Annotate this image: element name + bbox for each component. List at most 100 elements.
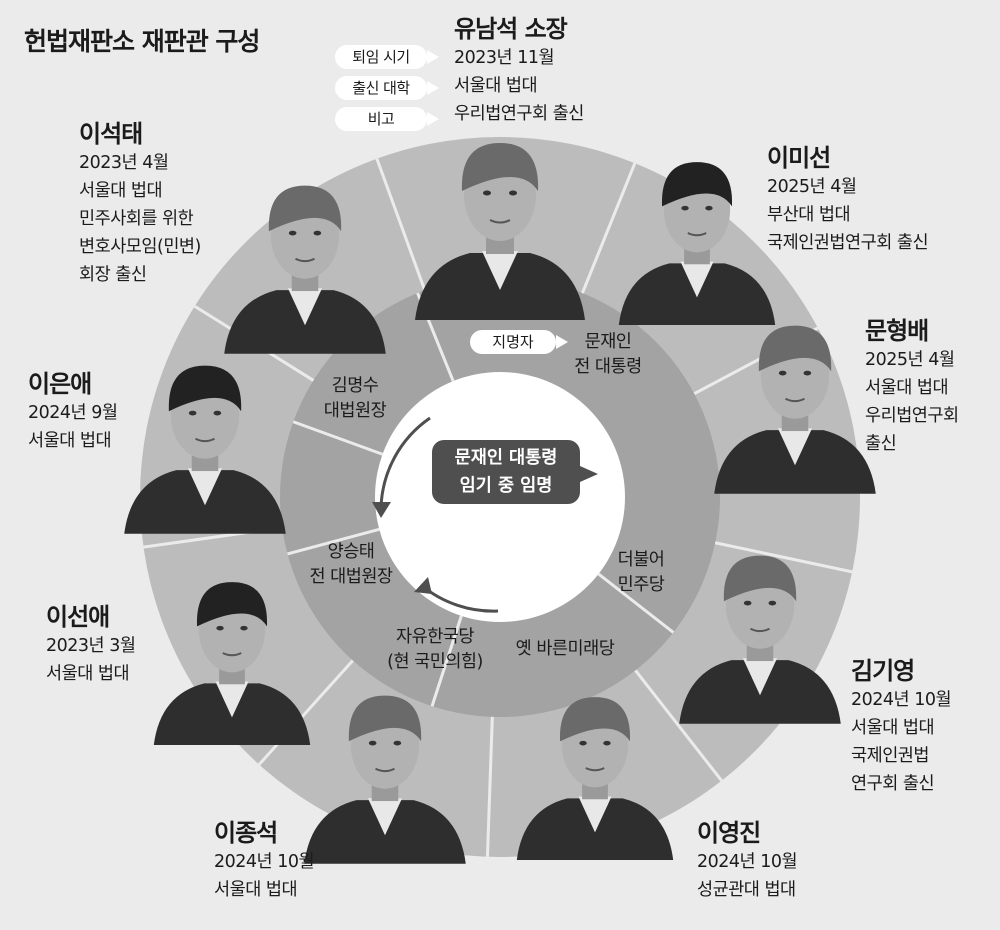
arrow-head-left <box>372 502 391 518</box>
hair <box>461 143 539 191</box>
ring-label-moon-president: 문재인 전 대통령 <box>574 332 642 377</box>
collar <box>215 681 249 718</box>
collar <box>578 796 612 833</box>
university: 서울대 법대 <box>46 664 130 684</box>
portrait-yoo <box>415 143 585 320</box>
justice-name: 이영진 <box>697 819 761 847</box>
middle-divider <box>292 420 384 456</box>
justice-name: 김기영 <box>851 657 915 685</box>
note: 연구회 출신 <box>851 774 935 794</box>
justice-lee-youngjin: 이영진 2024년 10월 성균관대 법대 <box>697 818 798 904</box>
hair <box>758 325 832 372</box>
eye <box>803 370 812 376</box>
note: 민주사회를 위한 <box>79 209 194 229</box>
hair <box>661 162 733 207</box>
portraits <box>124 143 876 864</box>
middle-divider <box>287 527 380 556</box>
justice-kim-giyoung: 김기영 2024년 10월 서울대 법대 국제인권법 연구회 출신 <box>851 656 952 798</box>
eye <box>240 625 248 631</box>
collar <box>287 288 323 326</box>
mouth <box>295 257 315 263</box>
eye <box>483 190 491 196</box>
ring-label-yang-chief: 양승태 전 대법원장 <box>309 542 393 587</box>
collar <box>777 428 813 466</box>
portrait-lee-eunae <box>124 365 286 534</box>
mouth <box>585 767 605 772</box>
note: 국제인권법연구회 출신 <box>767 233 929 253</box>
justice-name: 이은애 <box>28 370 92 398</box>
eye <box>509 190 517 196</box>
ring-dividers <box>143 158 853 857</box>
justice-name: 유남석 소장 <box>454 15 568 43</box>
retirement-date: 2025년 4월 <box>767 177 857 197</box>
justice-moon: 문형배 2025년 4월 서울대 법대 우리법연구회 출신 <box>865 316 959 458</box>
retirement-date: 2024년 10월 <box>214 852 315 872</box>
eye <box>288 230 297 236</box>
portrait-kim-giyoung <box>679 555 841 724</box>
hair <box>268 185 342 232</box>
university: 서울대 법대 <box>865 378 949 398</box>
university: 서울대 법대 <box>28 431 112 451</box>
justice-name: 이미선 <box>767 144 831 172</box>
university: 부산대 법대 <box>767 205 851 225</box>
justice-lee-mison: 이미선 2025년 4월 부산대 법대 국제인권법연구회 출신 <box>767 143 929 257</box>
university: 서울대 법대 <box>851 718 935 738</box>
mouth <box>195 437 215 443</box>
note: 변호사모임(민변) <box>79 237 201 257</box>
hair <box>559 697 631 742</box>
eye <box>368 740 377 746</box>
mouth <box>375 767 395 773</box>
justice-lee-sunae: 이선애 2023년 3월 서울대 법대 <box>46 602 136 688</box>
middle-divider <box>597 572 675 634</box>
justice-name: 이종석 <box>214 819 278 847</box>
retirement-date: 2024년 10월 <box>851 690 952 710</box>
retirement-date: 2023년 11월 <box>454 48 555 68</box>
retirement-date: 2023년 3월 <box>46 636 136 656</box>
justice-lee-eunae: 이은애 2024년 9월 서울대 법대 <box>28 369 118 455</box>
eye <box>579 740 587 746</box>
hair <box>348 695 422 742</box>
mouth <box>222 652 242 657</box>
page-title: 헌법재판소 재판관 구성 <box>24 27 260 56</box>
note: 출신 <box>865 434 897 454</box>
justice-yoo: 유남석 소장 2023년 11월 서울대 법대 우리법연구회 출신 <box>454 14 584 128</box>
eye <box>216 625 224 631</box>
key-note: 비고 <box>335 107 439 131</box>
eye <box>705 205 713 211</box>
key-university: 출신 대학 <box>335 76 439 100</box>
retirement-date: 2024년 9월 <box>28 403 118 423</box>
portrait-moon <box>714 325 876 494</box>
outer-divider <box>375 158 427 291</box>
eye <box>313 230 322 236</box>
retirement-date: 2023년 4월 <box>79 153 169 173</box>
collar <box>367 798 403 836</box>
justice-name: 이석태 <box>79 120 143 148</box>
portrait-lee-sunae <box>153 582 311 745</box>
outer-divider <box>257 659 354 766</box>
arrow-head-bottom <box>414 577 432 594</box>
university: 서울대 법대 <box>79 181 163 201</box>
outer-divider <box>634 669 723 782</box>
justice-name: 이선애 <box>46 603 110 631</box>
hair <box>723 555 797 602</box>
eye <box>603 740 611 746</box>
collar <box>680 261 714 298</box>
note: 국제인권법 <box>851 746 930 766</box>
portrait-lee-youngjin <box>516 697 674 860</box>
key-retirement: 퇴임 시기 <box>335 45 439 69</box>
ring-label-democratic: 더불어 민주당 <box>617 550 665 595</box>
eye <box>213 410 222 416</box>
hair <box>196 582 268 627</box>
appointer-key: 지명자 <box>470 330 568 354</box>
outer-divider <box>581 162 637 294</box>
collar <box>187 468 223 506</box>
ring-label-bareun: 옛 바른미래당 <box>515 639 615 659</box>
note: 우리법연구회 <box>865 406 959 426</box>
portrait-lee-seoktae <box>224 185 386 354</box>
eye <box>768 600 777 606</box>
university: 서울대 법대 <box>454 76 538 96</box>
portrait-lee-jongseok <box>304 695 466 864</box>
mouth <box>785 397 805 403</box>
justice-name: 문형배 <box>865 317 929 345</box>
justice-lee-seoktae: 이석태 2023년 4월 서울대 법대 민주사회를 위한 변호사모임(민변) 회… <box>79 119 201 289</box>
